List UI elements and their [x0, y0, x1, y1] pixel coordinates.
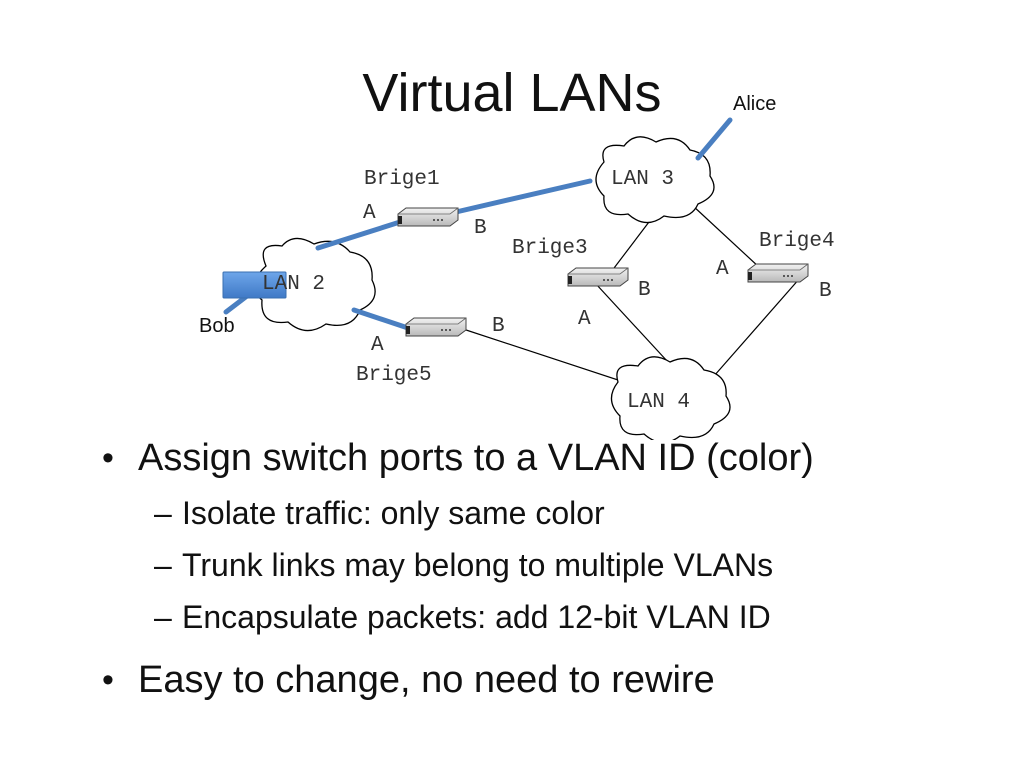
brige1-label: Brige1 [364, 168, 440, 191]
sub-bullet-item: –Trunk links may belong to multiple VLAN… [154, 547, 774, 583]
vlan-link-brige1-lan3 [453, 178, 593, 215]
brige5-device [405, 317, 467, 337]
vlan-link-lan2-brige5 [351, 307, 411, 331]
brige3-device [567, 267, 629, 287]
vlan-link-lan2-brige1 [315, 219, 403, 251]
brige3-port-b: B [638, 279, 651, 302]
lan4-label: LAN 4 [627, 391, 690, 414]
lan3-label: LAN 3 [611, 168, 674, 191]
link-lan3-brige4 [691, 204, 761, 269]
bob-host-box [222, 271, 287, 299]
plain-links [459, 204, 801, 383]
lan3-cloud [595, 136, 715, 224]
link-brige3-lan3 [607, 217, 653, 277]
vlan-link-alice-lan3 [695, 117, 733, 161]
lan4-cloud [610, 356, 731, 440]
brige5-port-b: B [492, 315, 505, 338]
brige5-port-a: A [371, 334, 384, 357]
brige4-port-a: A [716, 258, 729, 281]
alice-label: Alice [733, 93, 776, 115]
brige4-port-b: B [819, 280, 832, 303]
vlan-network-diagram: LAN 2 LAN 3 LAN 4 Brige1 Brige3 Brige4 B… [199, 93, 835, 440]
sub-bullet-item: –Encapsulate packets: add 12-bit VLAN ID [154, 599, 771, 635]
brige3-port-a: A [578, 308, 591, 331]
link-brige4-lan4 [713, 277, 801, 377]
brige1-port-a: A [363, 202, 376, 225]
slide-title: Virtual LANs [362, 63, 662, 123]
link-brige3-lan4 [595, 283, 669, 363]
sub-bullet-item: –Isolate traffic: only same color [154, 495, 605, 531]
brige4-label: Brige4 [759, 230, 835, 253]
bob-label: Bob [199, 315, 235, 337]
lan2-cloud [253, 237, 376, 332]
brige5-label: Brige5 [356, 364, 432, 387]
bullet-list: Assign switch ports to a VLAN ID (color)… [96, 430, 996, 704]
brige1-device [397, 207, 459, 227]
link-brige5-lan4 [459, 327, 625, 383]
bullet-item: Assign switch ports to a VLAN ID (color) [96, 434, 996, 482]
brige1-port-b: B [474, 217, 487, 240]
brige4-device [747, 263, 809, 283]
lan2-label: LAN 2 [262, 273, 325, 296]
bullet-item: Easy to change, no need to rewire [96, 656, 996, 704]
brige3-label: Brige3 [512, 237, 588, 260]
